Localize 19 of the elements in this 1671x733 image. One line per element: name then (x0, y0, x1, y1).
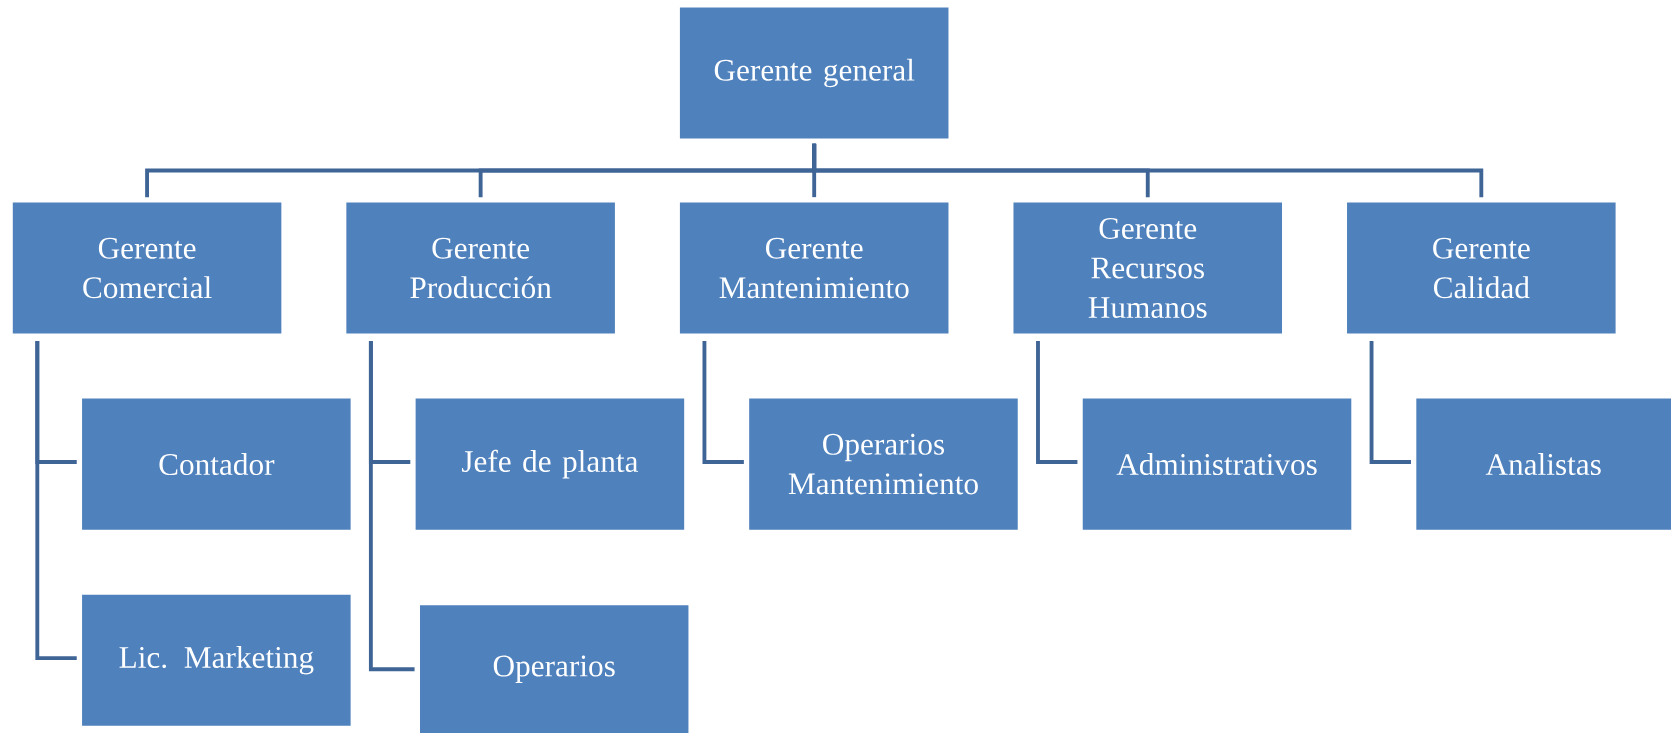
org-box: Gerente Calidad (1347, 202, 1616, 334)
org-box: Operarios (419, 605, 689, 733)
org-box: Gerente Mantenimiento (679, 202, 949, 334)
connector-line (368, 340, 415, 672)
connector-line (1369, 340, 1411, 464)
org-box: Jefe de planta (415, 398, 685, 530)
org-box: Operarios Mantenimiento (749, 398, 1018, 530)
org-box: Gerente Comercial (12, 202, 282, 334)
org-box: Analistas (1416, 398, 1671, 530)
org-box: Lic. Marketing (82, 594, 351, 726)
org-box: Contador (82, 398, 351, 530)
connector-line (1036, 340, 1078, 464)
org-box: Administrativos (1082, 398, 1352, 530)
org-box: Gerente Producción (346, 202, 615, 334)
connector-line (35, 340, 77, 660)
org-box: Gerente general (679, 7, 949, 139)
connector-line (702, 340, 744, 464)
connector-line (812, 143, 1484, 198)
org-box: Gerente Recursos Humanos (1013, 202, 1283, 334)
